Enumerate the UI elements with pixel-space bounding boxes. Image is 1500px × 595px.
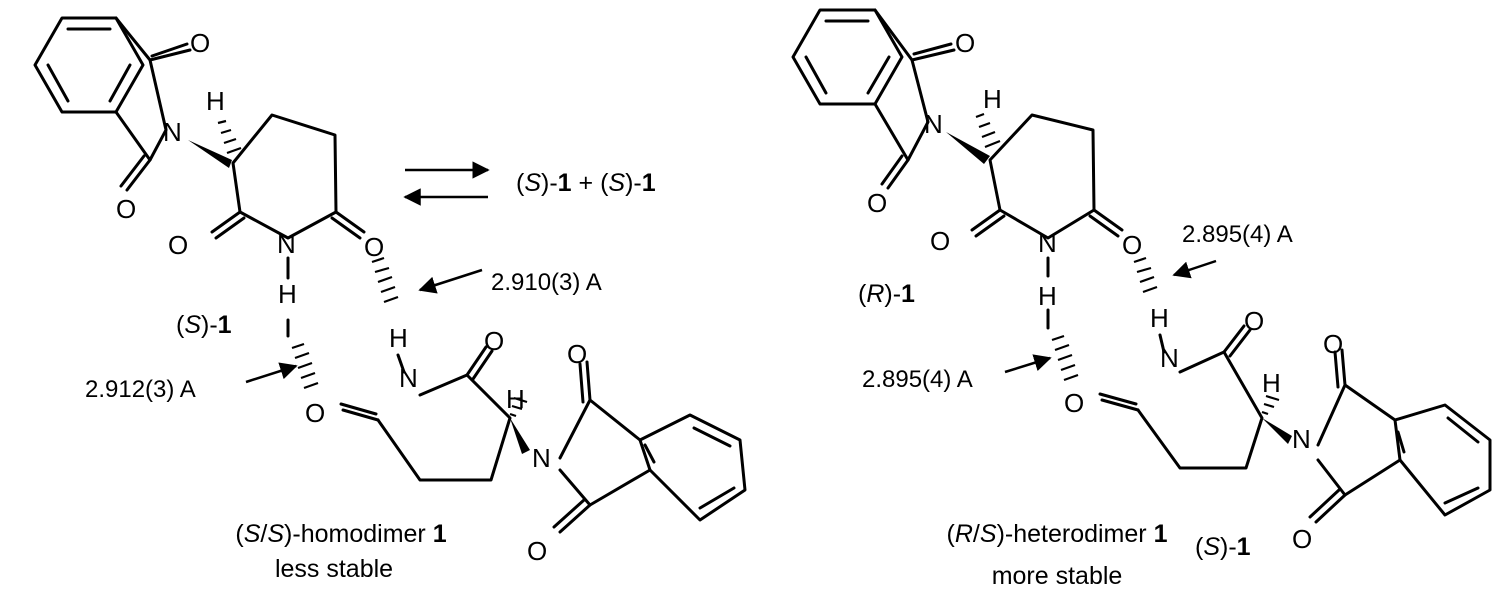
hydrogen-bond-upper bbox=[371, 256, 399, 304]
stereo-wedge bbox=[946, 132, 990, 164]
imide-ring bbox=[558, 398, 652, 507]
pointer-arrow bbox=[1172, 259, 1217, 279]
atom-O: O bbox=[567, 339, 587, 369]
atom-O: O bbox=[168, 230, 188, 260]
atom-O: O bbox=[484, 326, 504, 356]
atom-H: H bbox=[506, 384, 525, 414]
atom-N: N bbox=[532, 443, 551, 473]
molecule-label: (R)-1 bbox=[858, 280, 915, 308]
atom-O: O bbox=[867, 188, 887, 218]
glutarimide-ring bbox=[376, 373, 512, 482]
atom-H: H bbox=[983, 84, 1002, 114]
atom-O: O bbox=[930, 226, 950, 256]
hbond-distance-upper: 2.895(4) A bbox=[1182, 221, 1293, 248]
stability-label: more stable bbox=[992, 562, 1123, 590]
hashed-bond bbox=[217, 119, 242, 155]
atom-O: O bbox=[527, 536, 547, 566]
atom-O: O bbox=[1122, 230, 1142, 260]
pointer-arrow bbox=[418, 268, 483, 294]
atom-O: O bbox=[1244, 306, 1264, 336]
atom-H: H bbox=[389, 323, 408, 353]
hbond-distance-lower: 2.895(4) A bbox=[862, 366, 973, 393]
atom-N: N bbox=[1038, 228, 1057, 258]
hbond-distance-lower: 2.912(3) A bbox=[85, 376, 196, 403]
stability-label: less stable bbox=[275, 555, 393, 583]
atom-N: N bbox=[399, 363, 418, 393]
equilibrium-products: (S)-1 + (S)-1 bbox=[516, 169, 656, 197]
dimer-name: (S/S)-homodimer 1 bbox=[235, 520, 446, 548]
atom-H: H bbox=[278, 279, 297, 309]
benzene-ring bbox=[638, 413, 747, 522]
hydrogen-bond-upper bbox=[1133, 256, 1158, 294]
glutarimide-ring bbox=[1136, 350, 1264, 470]
atom-O: O bbox=[1323, 329, 1343, 359]
stereo-wedge bbox=[510, 418, 530, 454]
atom-N: N bbox=[924, 109, 943, 139]
atom-O: O bbox=[116, 194, 136, 224]
molecule-label: (S)-1 bbox=[176, 311, 232, 339]
stereo-wedge bbox=[188, 140, 232, 168]
atom-O: O bbox=[1064, 388, 1084, 418]
atom-N: N bbox=[1160, 343, 1179, 373]
hydrogen-bond-lower bbox=[291, 342, 319, 390]
atom-N: N bbox=[277, 229, 296, 259]
imide-ring bbox=[1316, 383, 1402, 497]
atom-O: O bbox=[190, 28, 210, 58]
hbond-distance-upper: 2.910(3) A bbox=[491, 269, 602, 296]
atom-H: H bbox=[1038, 281, 1057, 311]
stereo-wedge bbox=[1262, 418, 1292, 444]
dimer-name: (R/S)-heterodimer 1 bbox=[947, 520, 1168, 548]
benzene-ring bbox=[1393, 403, 1492, 517]
pointer-arrow bbox=[245, 362, 298, 384]
hashed-bond bbox=[975, 112, 1001, 149]
atom-H: H bbox=[1262, 368, 1281, 398]
atom-H: H bbox=[206, 86, 225, 116]
hashed-bond bbox=[1261, 394, 1280, 416]
atom-O: O bbox=[364, 232, 384, 262]
atom-O: O bbox=[955, 28, 975, 58]
imide-ring bbox=[873, 8, 930, 162]
right-top-molecule bbox=[791, 8, 1124, 330]
atom-O: O bbox=[305, 398, 325, 428]
glutarimide-ring bbox=[231, 113, 338, 240]
hydrogen-bond-lower bbox=[1051, 334, 1079, 382]
glutarimide-ring bbox=[988, 113, 1096, 240]
atom-N: N bbox=[163, 117, 182, 147]
atom-N: N bbox=[1292, 424, 1311, 454]
left-bottom-molecule bbox=[339, 345, 747, 534]
hashed-bond bbox=[509, 396, 528, 418]
left-top-molecule bbox=[33, 16, 366, 338]
atom-O: O bbox=[1292, 524, 1312, 554]
atom-H: H bbox=[1150, 303, 1169, 333]
pointer-arrow bbox=[1004, 354, 1052, 374]
imide-ring bbox=[114, 16, 168, 162]
right-bottom-molecule bbox=[1098, 324, 1492, 524]
molecule-label: (S)-1 bbox=[1195, 533, 1251, 561]
